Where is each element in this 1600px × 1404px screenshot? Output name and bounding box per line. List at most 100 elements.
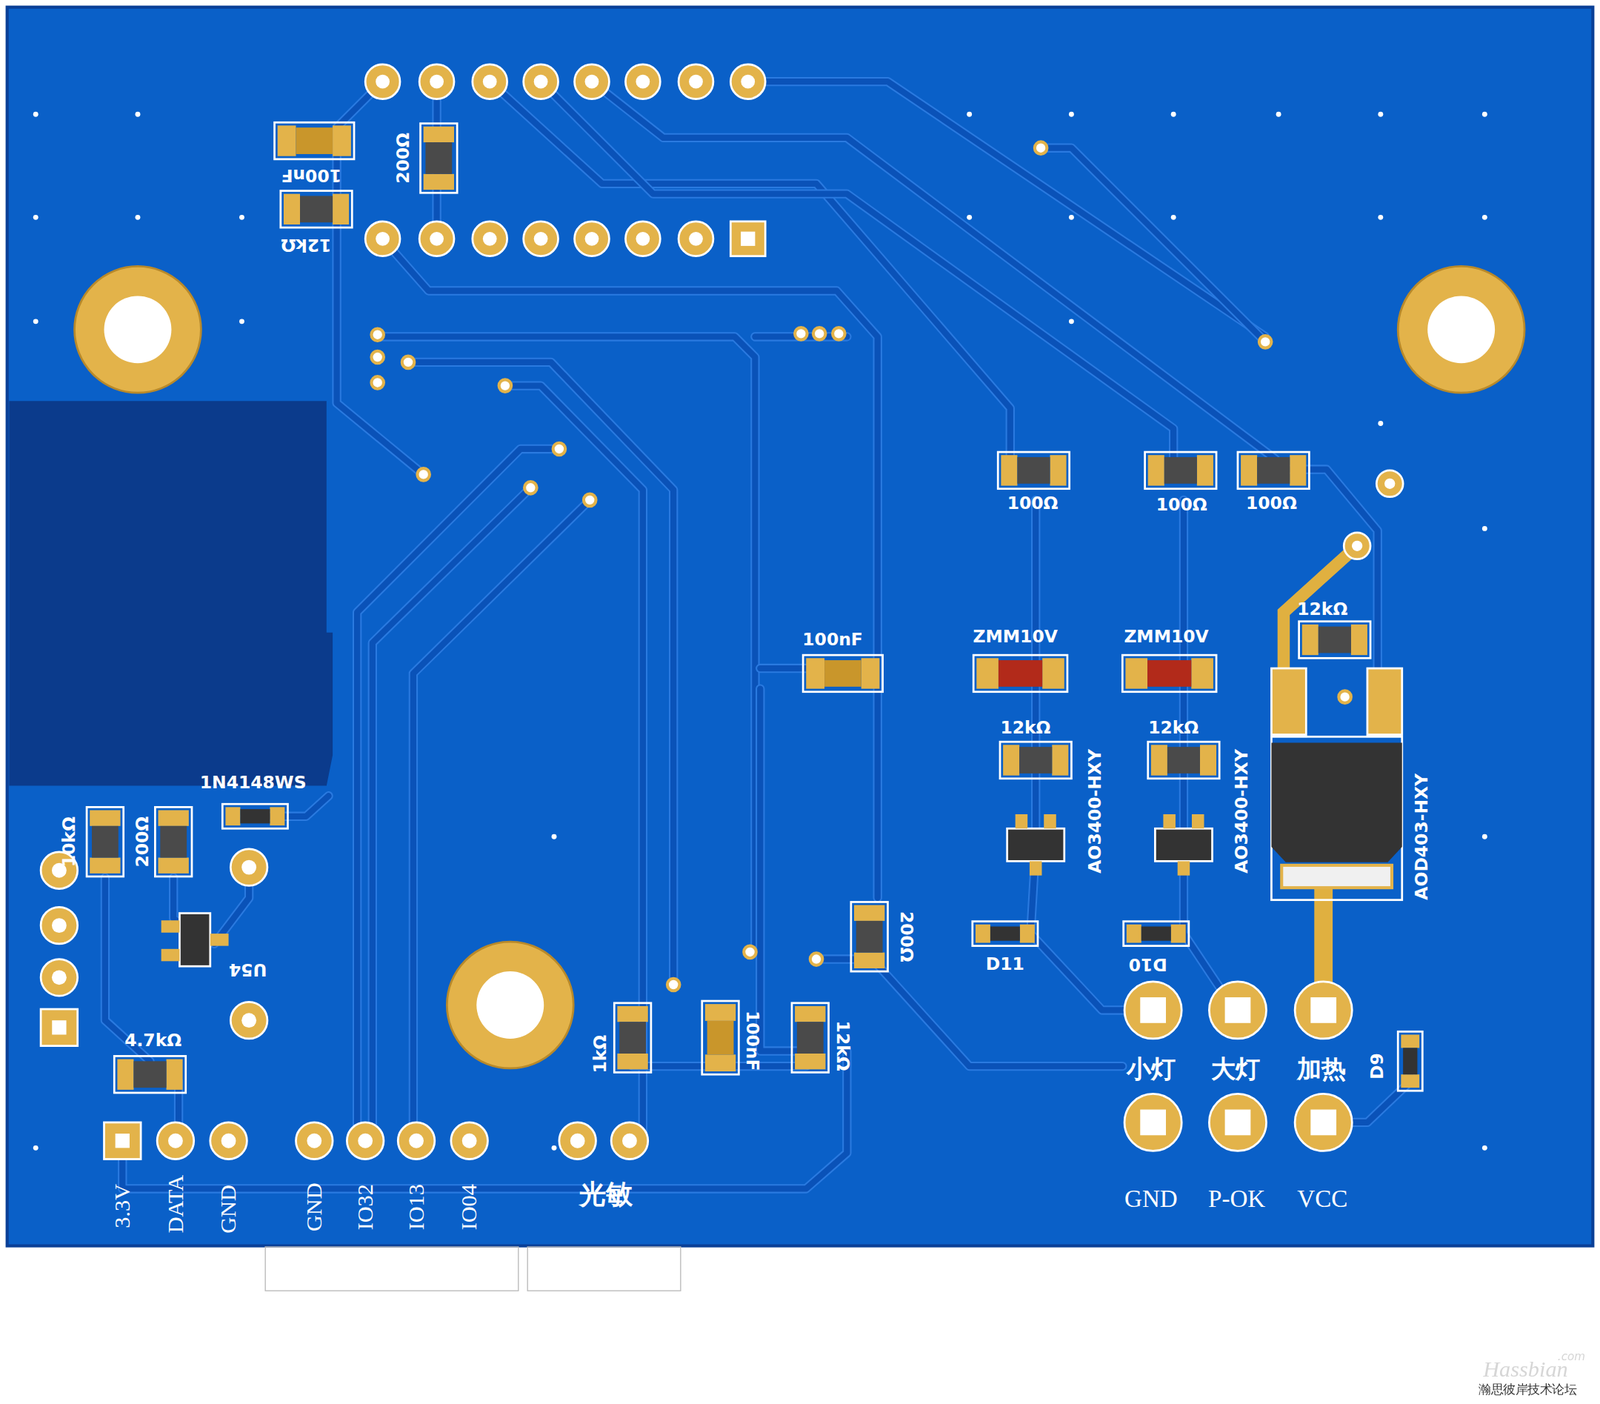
- through-hole-pad: [230, 848, 268, 886]
- stitch-dot: [1171, 111, 1177, 118]
- silkscreen-label: AO3400-HXY: [1233, 748, 1251, 874]
- pad-hole: [408, 1133, 424, 1149]
- smd-end: [332, 194, 349, 225]
- smd-part: [1123, 921, 1189, 946]
- stitch-dot: [135, 214, 141, 220]
- through-hole-pad: [611, 1122, 649, 1160]
- smd-end: [332, 125, 352, 156]
- stitch-dot: [1068, 214, 1075, 220]
- copper-trace-edge: [748, 81, 1266, 337]
- silkscreen-label: 10kΩ: [60, 816, 78, 867]
- pad-hole: [1384, 478, 1395, 489]
- smd-part: [420, 123, 458, 194]
- smd-end: [1171, 924, 1186, 943]
- smd-end: [1051, 744, 1069, 775]
- smd-end: [225, 806, 240, 826]
- silkscreen-outline: [420, 123, 458, 194]
- smd-part: [614, 1002, 652, 1073]
- sot23-lead: [161, 948, 180, 962]
- through-hole-pad: [365, 221, 400, 257]
- smd-end: [283, 194, 300, 225]
- smd-part: [851, 901, 889, 972]
- pad-hole: [1225, 1109, 1252, 1136]
- smd-part: [1122, 654, 1217, 692]
- stitch-dot: [239, 214, 245, 220]
- smd-end: [1042, 657, 1065, 689]
- smd-body: [1318, 626, 1352, 654]
- smd-end: [976, 657, 999, 689]
- through-hole-pad: [625, 221, 660, 257]
- smd-part: [973, 654, 1068, 692]
- pad-hole: [1310, 997, 1337, 1023]
- via: [499, 379, 512, 392]
- through-hole-pad: [1376, 470, 1403, 498]
- watermark: 瀚思彼岸技术论坛: [1478, 1382, 1577, 1396]
- smd-end: [158, 809, 189, 826]
- dpak-lead: [1271, 668, 1306, 735]
- pad-hole: [585, 231, 600, 246]
- mounting-hole: [1427, 295, 1495, 363]
- silkscreen-label: 100Ω: [1007, 494, 1059, 512]
- pad-hole: [570, 1133, 586, 1149]
- smd-body: [240, 808, 270, 823]
- smd-body: [1167, 746, 1200, 774]
- sot23-lead: [1162, 814, 1176, 829]
- silkscreen-label: ZMM10V: [973, 628, 1058, 646]
- sot23-lead: [1043, 814, 1057, 829]
- pad-hole: [688, 231, 703, 246]
- via: [832, 327, 846, 340]
- smd-end: [1302, 624, 1319, 655]
- mounting-hole: [476, 971, 544, 1039]
- silkscreen-label: 光敏: [579, 1180, 633, 1207]
- smd-part: [86, 806, 124, 877]
- smd-body: [707, 1020, 735, 1055]
- through-hole-pad: [472, 221, 508, 257]
- pad-hole: [168, 1133, 183, 1149]
- silkscreen-label: IO04: [458, 1183, 481, 1230]
- smd-body: [1147, 660, 1192, 687]
- smd-end: [705, 1054, 736, 1072]
- silkscreen-label: 100Ω: [1245, 494, 1298, 512]
- sot23-lead: [1191, 814, 1205, 829]
- sot23-lead: [1015, 814, 1029, 829]
- smd-part: [1237, 451, 1309, 489]
- stitch-dot: [1068, 111, 1075, 118]
- via: [1034, 141, 1048, 155]
- silkscreen-outline: [802, 654, 883, 692]
- smd-end: [1020, 924, 1035, 943]
- pad-hole: [534, 74, 549, 89]
- via: [583, 494, 597, 507]
- silkscreen-outline: [1299, 621, 1371, 659]
- smd-body: [300, 195, 333, 223]
- smd-part: [791, 1002, 829, 1073]
- smd-end: [1002, 744, 1020, 775]
- smd-part: [1148, 741, 1220, 779]
- silkscreen-label: 200Ω: [897, 911, 915, 963]
- smd-end: [277, 125, 297, 156]
- dpak-lead: [1367, 668, 1403, 735]
- smd-end: [1197, 454, 1214, 486]
- sot23-body: [1154, 828, 1212, 861]
- stitch-dot: [135, 111, 141, 118]
- smd-end: [617, 1005, 648, 1022]
- pad-hole: [429, 231, 444, 246]
- through-hole-pad: [472, 64, 508, 100]
- through-hole-pad: [523, 64, 559, 100]
- stitch-dot: [966, 111, 972, 118]
- through-hole-pad: [1124, 1093, 1182, 1151]
- silkscreen-outline: [614, 1002, 652, 1073]
- copper-trace: [591, 81, 1276, 460]
- silkscreen-label: ZMM10V: [1123, 628, 1209, 646]
- silkscreen-outline: [1145, 451, 1217, 489]
- sot23-body: [1007, 828, 1065, 861]
- silkscreen-label: D11: [985, 955, 1025, 973]
- smd-end: [1191, 657, 1214, 689]
- silkscreen-outline: [1122, 654, 1217, 692]
- through-hole-pad: [1343, 532, 1371, 560]
- smd-part: [222, 803, 288, 829]
- sot23-lead: [210, 933, 229, 946]
- through-hole-pad: [730, 221, 766, 257]
- pad-hole: [375, 74, 390, 89]
- silkscreen-label: D9: [1368, 1052, 1386, 1080]
- smd-end: [1400, 1034, 1420, 1048]
